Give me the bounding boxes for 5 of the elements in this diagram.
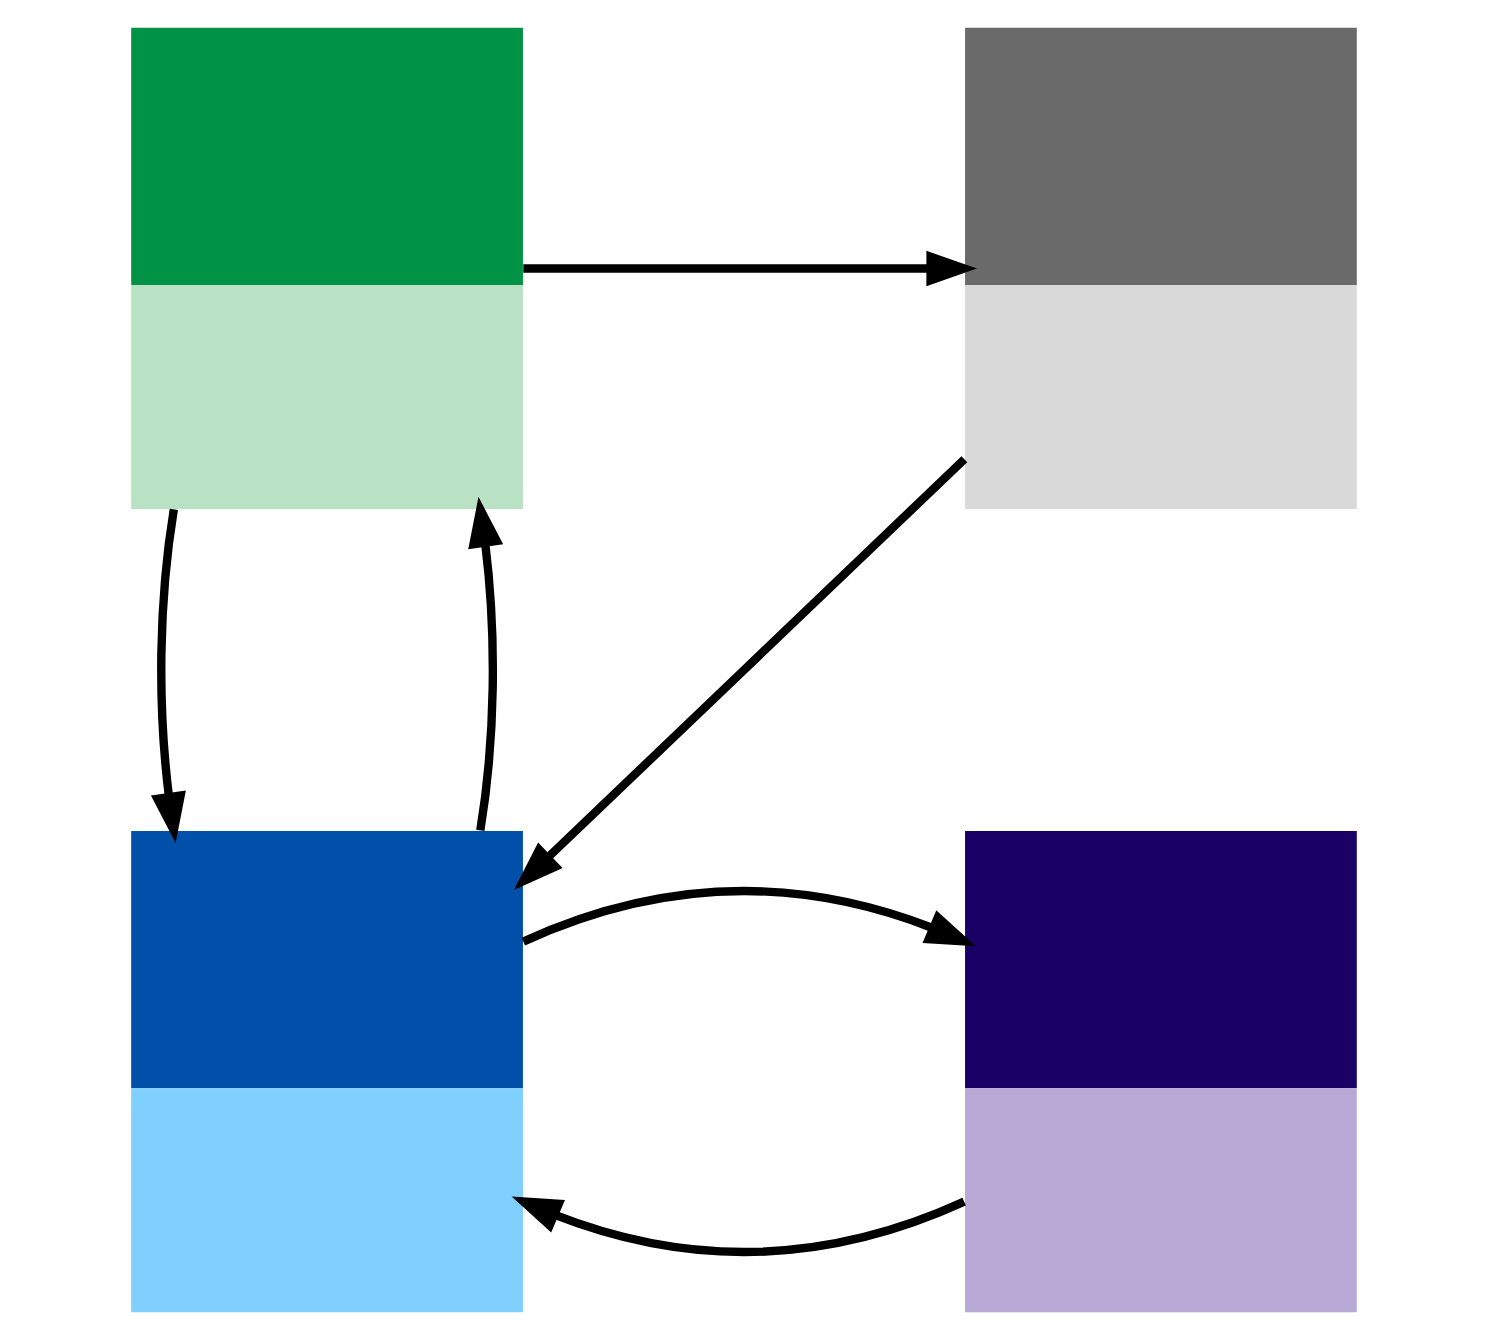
- arrow: [520, 887, 975, 947]
- arrow: [522, 250, 976, 287]
- arrow: [467, 496, 503, 831]
- arrow: [510, 1196, 965, 1256]
- arrow: [512, 456, 967, 891]
